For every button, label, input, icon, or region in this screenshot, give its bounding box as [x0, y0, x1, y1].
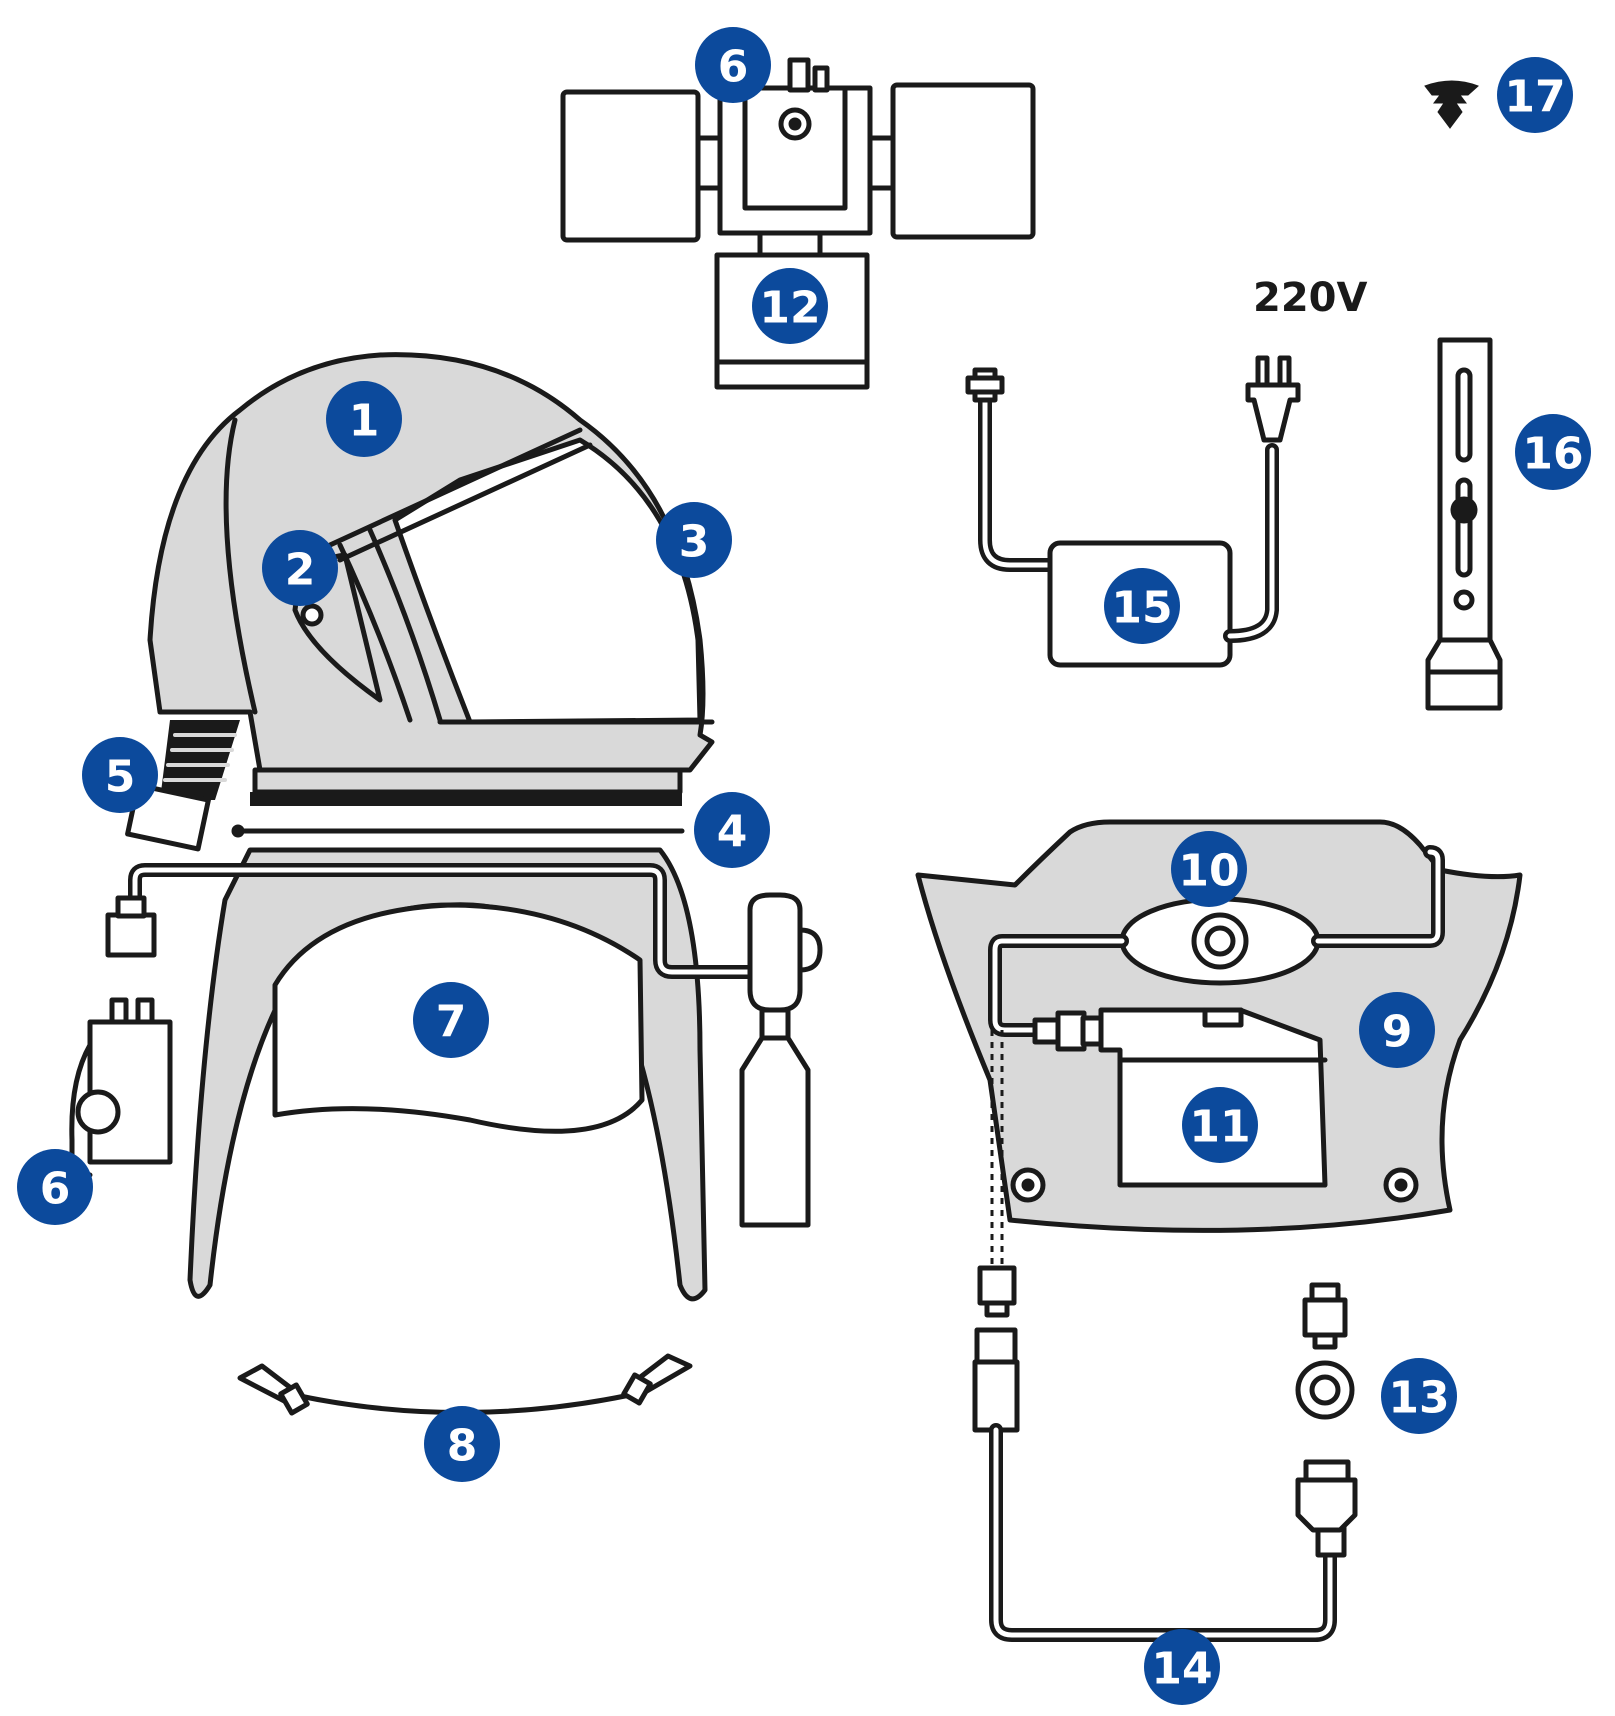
cape-drawing	[105, 847, 823, 1302]
svg-text:2: 2	[285, 545, 316, 596]
svg-text:16: 16	[1522, 429, 1583, 480]
callout-17: 17	[1497, 57, 1573, 133]
blower-unit-drawing	[560, 57, 1036, 390]
adjustment-tool-drawing	[1425, 337, 1503, 711]
svg-text:1: 1	[349, 396, 380, 447]
callout-5: 5	[82, 737, 158, 813]
flow-regulator-drawing	[69, 997, 173, 1178]
callout-3: 3	[656, 502, 732, 578]
callout-6-bottom: 6	[17, 1149, 93, 1225]
callout-6-top: 6	[695, 27, 771, 103]
callout-16: 16	[1515, 414, 1591, 490]
svg-text:5: 5	[105, 752, 136, 803]
callout-11: 11	[1182, 1087, 1258, 1163]
rivet-drawing	[1424, 80, 1479, 129]
callout-1: 1	[326, 381, 402, 457]
belt-drawing	[915, 819, 1523, 1270]
callout-2: 2	[262, 530, 338, 606]
svg-text:15: 15	[1111, 583, 1172, 634]
svg-text:8: 8	[447, 1421, 478, 1472]
svg-text:4: 4	[717, 807, 748, 858]
collar-band-drawing	[231, 767, 685, 838]
callout-4: 4	[694, 792, 770, 868]
strap-drawing	[237, 1353, 693, 1416]
svg-text:7: 7	[436, 997, 467, 1048]
callout-15: 15	[1104, 568, 1180, 644]
callout-10: 10	[1171, 831, 1247, 907]
svg-text:13: 13	[1388, 1373, 1449, 1424]
svg-text:14: 14	[1151, 1644, 1212, 1695]
svg-text:6: 6	[718, 42, 749, 93]
voltage-label: 220V	[1253, 275, 1367, 321]
helmet-drawing	[147, 352, 715, 773]
charger-drawing	[965, 355, 1301, 668]
svg-text:12: 12	[759, 283, 820, 334]
callout-13: 13	[1381, 1358, 1457, 1434]
svg-text:6: 6	[40, 1164, 71, 1215]
svg-text:3: 3	[679, 517, 710, 568]
callout-14: 14	[1144, 1629, 1220, 1705]
charging-cable-drawing	[972, 1265, 1358, 1642]
svg-text:9: 9	[1382, 1007, 1413, 1058]
callout-12: 12	[752, 268, 828, 344]
svg-text:17: 17	[1504, 72, 1565, 123]
callout-7: 7	[413, 982, 489, 1058]
callout-9: 9	[1359, 992, 1435, 1068]
svg-text:10: 10	[1178, 846, 1239, 897]
callout-8: 8	[424, 1406, 500, 1482]
svg-text:11: 11	[1189, 1102, 1250, 1153]
hose-drawing	[125, 720, 240, 852]
